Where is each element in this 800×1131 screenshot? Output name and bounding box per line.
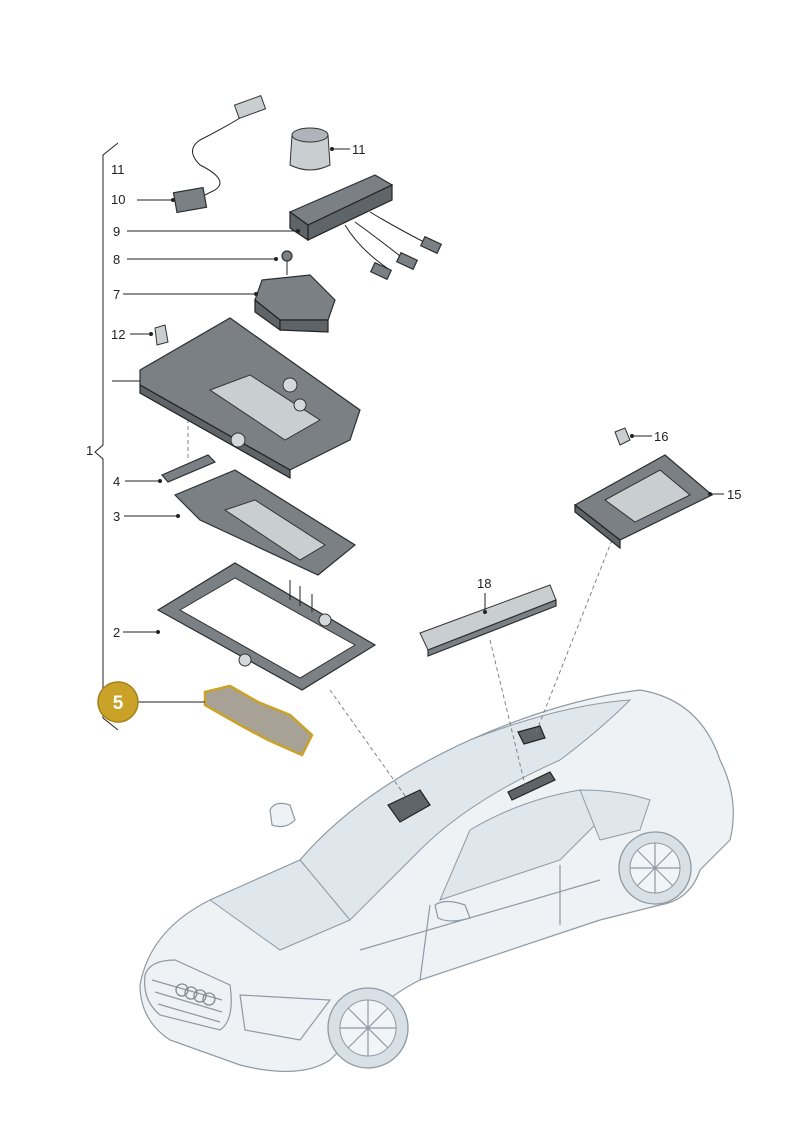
- part-9-control-module: [127, 174, 443, 281]
- rear-wheel: [618, 831, 692, 905]
- part-3-cover-panel: [124, 469, 357, 576]
- callout-10: 10: [111, 192, 125, 207]
- callout-4: 4: [113, 474, 120, 489]
- callout-12: 12: [111, 327, 125, 342]
- callout-1: 1: [86, 443, 93, 458]
- callout-15: 15: [727, 487, 741, 502]
- logo-rings: [175, 983, 216, 1006]
- front-wheel: [327, 987, 409, 1069]
- callout-labels: 11 10 9 8 7 12 1 4 3 2 11 16 15 18: [86, 142, 741, 640]
- car-illustration: [139, 689, 734, 1072]
- callout-9: 9: [113, 224, 120, 239]
- part-5-highlighted-pad: 5: [97, 681, 314, 757]
- part-7-light-unit: [123, 274, 336, 333]
- part-15-rear-light: [573, 454, 724, 550]
- callout-2: 2: [113, 625, 120, 640]
- callout-16: 16: [654, 429, 668, 444]
- part-16-clip: [614, 427, 652, 446]
- callout-11-top-left: 11: [111, 162, 125, 177]
- part-18-light-strip: [419, 584, 557, 657]
- callout-11-top-right: 11: [352, 142, 366, 157]
- highlight-badge-label: 5: [113, 693, 124, 714]
- callout-18: 18: [477, 576, 491, 591]
- part-11-socket: [289, 127, 350, 171]
- part-2-frame: [123, 562, 377, 691]
- part-4-trim-strip: [125, 454, 217, 483]
- part-8-screw: [127, 250, 293, 275]
- part-12-clip: [130, 324, 169, 346]
- assembly-bracket: [94, 142, 119, 731]
- callout-7: 7: [113, 287, 120, 302]
- roof-console-housing: [112, 317, 361, 480]
- callout-8: 8: [113, 252, 120, 267]
- callout-3: 3: [113, 509, 120, 524]
- highlight-badge: [97, 681, 139, 723]
- part-10-wire-harness: [137, 94, 267, 214]
